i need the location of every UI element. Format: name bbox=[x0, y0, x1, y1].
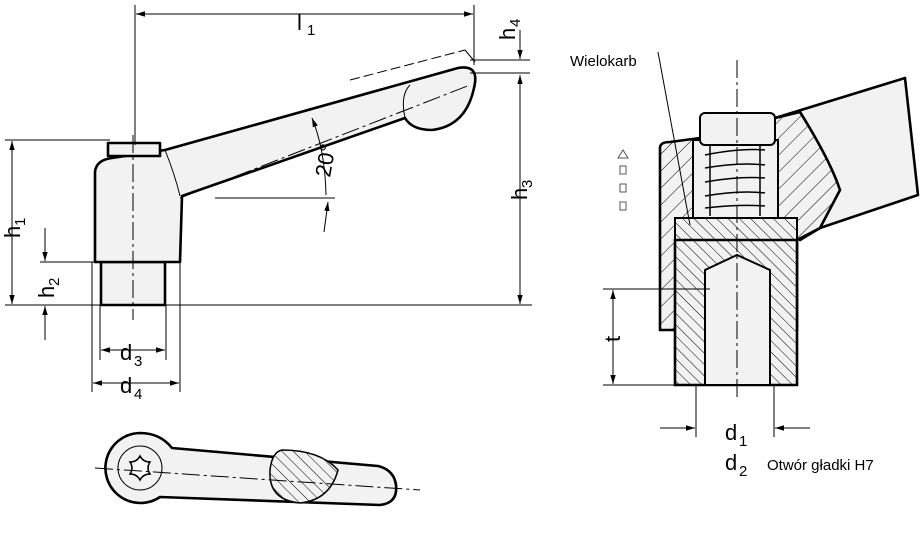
dimensions: l 1 h 4 h 3 h 1 h 2 d 3 d 4 bbox=[0, 5, 536, 403]
angle-arrow bbox=[323, 201, 330, 233]
torx-icon bbox=[128, 454, 152, 482]
h3-label: h bbox=[507, 188, 532, 200]
section-hatch bbox=[269, 449, 339, 504]
serration-label: Wielokarb bbox=[570, 53, 637, 70]
h3-sub: 3 bbox=[519, 180, 536, 188]
t-label: t bbox=[600, 336, 625, 342]
h2-label: h bbox=[34, 286, 59, 298]
top-axis bbox=[94, 467, 421, 491]
direction-arrow-icon bbox=[617, 149, 629, 211]
d2-sub: 2 bbox=[739, 463, 747, 480]
hub-line bbox=[164, 149, 181, 197]
top-view bbox=[94, 431, 421, 507]
swing-line bbox=[349, 49, 466, 81]
hub-circle bbox=[117, 445, 163, 491]
h1-label: h bbox=[0, 226, 25, 238]
angle-label: 20° bbox=[310, 142, 340, 179]
serration-ring bbox=[674, 217, 798, 241]
d4-sub: 4 bbox=[134, 386, 142, 403]
grip-line bbox=[402, 84, 411, 119]
l1-label: l bbox=[297, 10, 302, 35]
h2-sub: 2 bbox=[46, 278, 63, 286]
lever-body bbox=[93, 66, 477, 264]
h4-sub: 4 bbox=[507, 19, 524, 27]
h1-sub: 1 bbox=[12, 218, 29, 226]
lever-top-outline bbox=[104, 431, 398, 507]
section-view: Wielokarb t d 1 d 2 Otwór gładki H7 bbox=[570, 51, 920, 480]
h4-label: h bbox=[495, 28, 520, 40]
serration-leader bbox=[657, 51, 691, 226]
angle-arc bbox=[311, 117, 327, 196]
lever-axis bbox=[179, 84, 471, 199]
d3-sub: 3 bbox=[134, 353, 142, 370]
d2-label: d bbox=[725, 450, 737, 475]
d1-sub: 1 bbox=[739, 433, 747, 450]
l1-sub: 1 bbox=[307, 22, 315, 39]
bore-label: Otwór gładki H7 bbox=[767, 457, 874, 474]
d1-label: d bbox=[725, 420, 737, 445]
side-view: 20° bbox=[93, 49, 477, 320]
hub-top-block bbox=[106, 141, 162, 158]
d3-label: d bbox=[120, 340, 132, 365]
d4-label: d bbox=[120, 373, 132, 398]
